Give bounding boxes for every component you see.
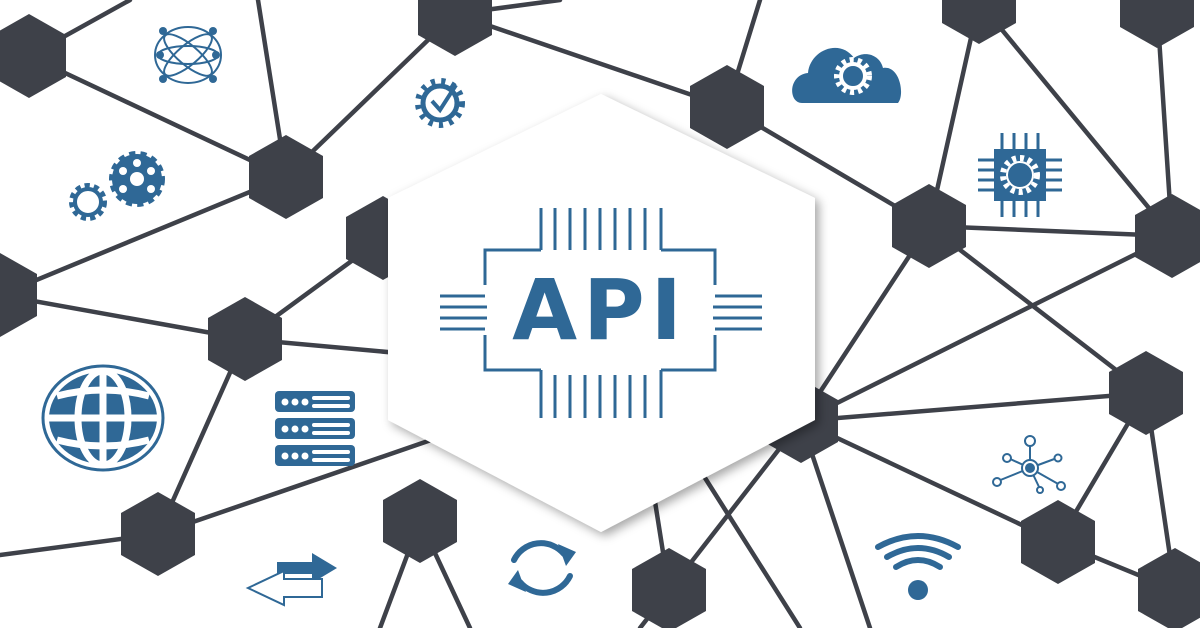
- chip-icon: [440, 208, 762, 418]
- sync-icon: [508, 540, 576, 596]
- network-hub-icon: [992, 435, 1066, 494]
- api-label: API: [512, 261, 688, 359]
- node-hex: [0, 14, 66, 98]
- node-hex: [1021, 500, 1095, 584]
- node-hex: [1109, 351, 1183, 435]
- wifi-icon: [875, 533, 961, 600]
- node-hex: [1138, 548, 1200, 628]
- transfer-arrows-icon: [245, 553, 337, 607]
- node-hex: [418, 0, 492, 56]
- node-hex: [1120, 0, 1194, 48]
- gear-check-icon: [415, 78, 465, 128]
- node-hex: [690, 65, 764, 149]
- gears-icon: [69, 151, 165, 221]
- node-hex: [249, 135, 323, 219]
- node-hex: [383, 479, 457, 563]
- node-hex: [1135, 194, 1200, 278]
- node-hex: [0, 253, 37, 337]
- node-hex: [942, 0, 1016, 44]
- central-api-node: [388, 94, 815, 532]
- node-hex: [892, 184, 966, 268]
- node-hex: [121, 492, 195, 576]
- node-hex: [208, 297, 282, 381]
- globe-icon: [41, 364, 165, 472]
- server-icon: [275, 391, 355, 466]
- cloud-gear-icon: [792, 47, 902, 103]
- network-sphere-icon: [154, 26, 222, 84]
- chip-gear-icon: [978, 133, 1062, 217]
